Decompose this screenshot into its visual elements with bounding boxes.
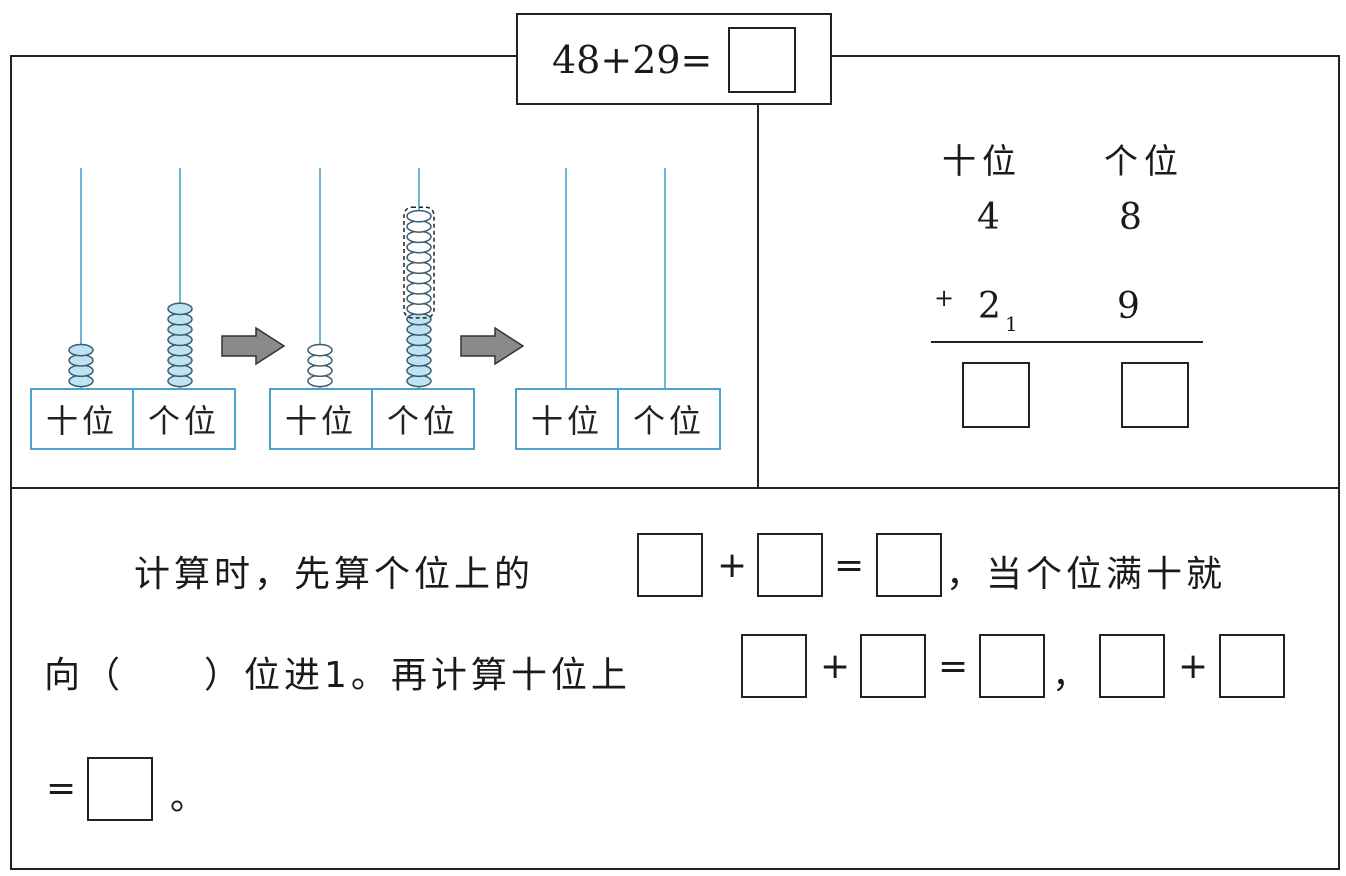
abacus1-tens-bead [68, 364, 94, 378]
abacus1-tens-bead [68, 354, 94, 367]
line2-plus-2: + [1178, 646, 1213, 687]
abacus2-tens-bead [307, 364, 333, 378]
line1-plus: + [717, 545, 752, 586]
abacus2-ones-grouped-bead [406, 302, 432, 316]
abacus2-ones-bead [406, 364, 432, 378]
line2-start-text: 向（ ）位进1。再计算十位上 [44, 655, 631, 696]
arrow-right-icon [460, 326, 525, 366]
sum-tens-blank[interactable] [962, 362, 1030, 428]
line2-equals: = [938, 646, 973, 687]
abacus1-ones-bead [167, 343, 193, 357]
abacus2-ones-label: 个位 [371, 388, 475, 450]
abacus2-ones-grouped-bead [406, 261, 432, 275]
row2-tens-digit: 2 [978, 286, 1001, 327]
abacus2-ones-bead [406, 333, 432, 347]
abacus2-ones-grouped-bead [406, 209, 432, 223]
abacus3-tens-label: 十位 [515, 388, 619, 450]
sum-line [931, 341, 1203, 343]
abacus2-tens-bead [307, 354, 333, 367]
plus-sign: + [934, 284, 955, 312]
abacus2-ones-bead [406, 343, 432, 357]
sum-ones-blank[interactable] [1121, 362, 1189, 428]
line2-plus: + [820, 646, 855, 687]
abacus1-ones-bead [167, 354, 193, 367]
abacus1-ones-label: 个位 [132, 388, 236, 450]
abacus1-tens-label: 十位 [30, 388, 134, 450]
ones-sum-blank[interactable] [876, 533, 942, 597]
vertical-ones-header: 个位 [1104, 142, 1184, 182]
ones-addend2-blank[interactable] [757, 533, 823, 597]
abacus1-tens-bead [68, 343, 94, 357]
ones-addend1-blank[interactable] [637, 533, 703, 597]
tens-addend1-blank[interactable] [741, 634, 807, 698]
abacus1-ones-bead [167, 333, 193, 347]
equation-answer-blank[interactable] [728, 27, 796, 93]
abacus2-ones-bead [406, 354, 432, 367]
carry-addend2-blank[interactable] [1219, 634, 1285, 698]
abacus2-ones-bead [406, 323, 432, 336]
abacus3-ones-label: 个位 [617, 388, 721, 450]
arrow-right-icon [221, 326, 286, 366]
vertical-tens-header: 十位 [942, 142, 1022, 182]
line1-start-text: 计算时，先算个位上的 [134, 554, 535, 595]
carry-group-outline [403, 206, 435, 319]
abacus2-ones-bead [406, 374, 432, 388]
equation-text: 48+29= [552, 38, 713, 82]
abacus2-ones-grouped-bead [406, 220, 432, 233]
column-divider [757, 100, 759, 489]
line2-comma: ， [1052, 655, 1093, 696]
abacus1-ones-bead [167, 364, 193, 378]
abacus2-tens-bead [307, 343, 333, 357]
row1-ones-digit: 8 [1119, 197, 1142, 238]
abacus1-ones-bead [167, 374, 193, 388]
tens-addend2-blank[interactable] [860, 634, 926, 698]
line3-equals: = [46, 768, 81, 809]
abacus2-ones-grouped-bead [406, 292, 432, 305]
abacus1-ones-bead [167, 323, 193, 336]
abacus2-ones-grouped-bead [406, 271, 432, 285]
abacus2-tens-bead [307, 374, 333, 388]
abacus-illustration [68, 168, 666, 388]
row2-ones-digit: 9 [1117, 286, 1140, 327]
abacus2-ones-grouped-bead [406, 240, 432, 254]
carry-digit: 1 [1005, 312, 1018, 336]
tens-final-sum-blank[interactable] [87, 757, 153, 821]
abacus2-ones-grouped-bead [406, 230, 432, 244]
abacus1-ones-bead [167, 312, 193, 326]
tens-partial-sum-blank[interactable] [979, 634, 1045, 698]
abacus2-ones-bead [406, 312, 432, 326]
carry-addend1-blank[interactable] [1099, 634, 1165, 698]
row1-tens-digit: 4 [977, 197, 1000, 238]
abacus2-ones-grouped-bead [406, 251, 432, 264]
abacus1-tens-bead [68, 374, 94, 388]
line1-equals: = [834, 545, 869, 586]
line3-period: 。 [170, 777, 211, 818]
line1-end-text: ，当个位满十就 [946, 554, 1227, 595]
abacus1-ones-bead [167, 302, 193, 316]
abacus2-tens-label: 十位 [269, 388, 373, 450]
section-divider [10, 487, 1340, 489]
abacus2-ones-grouped-bead [406, 281, 432, 295]
